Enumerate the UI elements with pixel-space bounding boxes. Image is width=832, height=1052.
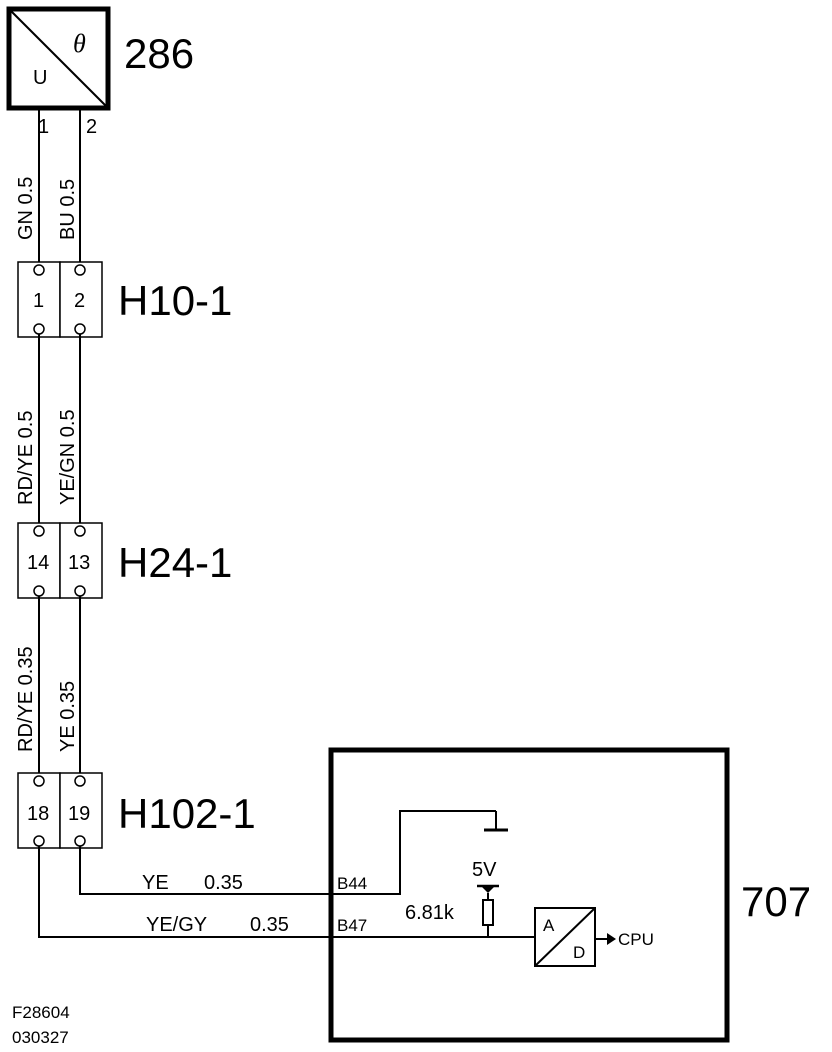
h102-pin-left: 18 <box>27 803 49 825</box>
connector-h102-1: 18 19 H102-1 <box>17 772 256 849</box>
sensor-pin-2-label: 2 <box>86 116 97 138</box>
sensor-id-label: 286 <box>124 30 194 77</box>
wire-ye-color-label: YE <box>142 872 169 894</box>
cpu-label: CPU <box>618 930 654 949</box>
wire-ye-to-b44 <box>79 810 496 895</box>
wire-ye-gy-color-label: YE/GY <box>146 914 207 936</box>
h10-terminal <box>33 264 45 276</box>
figure-date: 030327 <box>12 1028 69 1047</box>
sensor-pin-1-label: 1 <box>38 116 49 138</box>
h102-terminal <box>74 775 86 787</box>
sensor-symbol-u: U <box>33 67 47 89</box>
module-box <box>328 747 730 1043</box>
sensor-symbol-theta: θ <box>73 29 86 58</box>
h102-terminal <box>74 835 86 847</box>
h24-pin-left: 14 <box>27 552 49 574</box>
wire-ye-035-label: YE 0.35 <box>57 681 79 752</box>
wire-ye-gn-05-label: YE/GN 0.5 <box>57 409 79 505</box>
h102-terminal <box>33 835 45 847</box>
h24-terminal <box>33 585 45 597</box>
adc-diagonal <box>534 907 596 967</box>
supply-voltage-label: 5V <box>472 859 497 881</box>
module-pin-b47: B47 <box>337 916 367 935</box>
h102-label: H102-1 <box>118 790 256 837</box>
h10-label: H10-1 <box>118 277 232 324</box>
wire-rd-ye-05-label: RD/YE 0.5 <box>15 411 37 505</box>
cpu-arrow-icon <box>607 933 616 945</box>
connector-h10-1: 1 2 H10-1 <box>17 261 232 338</box>
wire-bu-label: BU 0.5 <box>57 179 79 240</box>
resistor-value-label: 6.81k <box>405 902 455 924</box>
h102-pin-right: 19 <box>68 803 90 825</box>
h10-terminal <box>74 323 86 335</box>
supply-arrow-icon <box>481 886 495 893</box>
h10-pin-left: 1 <box>33 290 44 312</box>
wire-ye-size-label: 0.35 <box>204 872 243 894</box>
module-id-label: 707 <box>741 878 811 925</box>
wire-gn-label: GN 0.5 <box>15 177 37 240</box>
module-707: 707 B44 B47 5V 6.81k A D CPU <box>328 747 811 1043</box>
connector-h24-1: 14 13 H24-1 <box>17 522 232 599</box>
figure-id: F28604 <box>12 1003 70 1022</box>
h102-terminal <box>33 775 45 787</box>
module-pin-b44: B44 <box>337 874 367 893</box>
h10-pin-right: 2 <box>74 290 85 312</box>
h10-terminal <box>74 264 86 276</box>
h24-terminal <box>33 525 45 537</box>
h10-terminal <box>33 323 45 335</box>
h24-pin-right: 13 <box>68 552 90 574</box>
wire-ye-gy-size-label: 0.35 <box>250 914 289 936</box>
h24-terminal <box>74 525 86 537</box>
adc-label-a: A <box>543 916 555 935</box>
wire-rd-ye-035-label: RD/YE 0.35 <box>15 646 37 752</box>
wire-ye-gy-to-b47 <box>38 846 535 938</box>
resistor-icon <box>482 899 494 926</box>
h24-label: H24-1 <box>118 539 232 586</box>
h24-terminal <box>74 585 86 597</box>
sensor-diagonal <box>10 10 107 107</box>
adc-label-d: D <box>573 943 585 962</box>
sensor-286: U θ 286 1 2 <box>6 6 194 138</box>
